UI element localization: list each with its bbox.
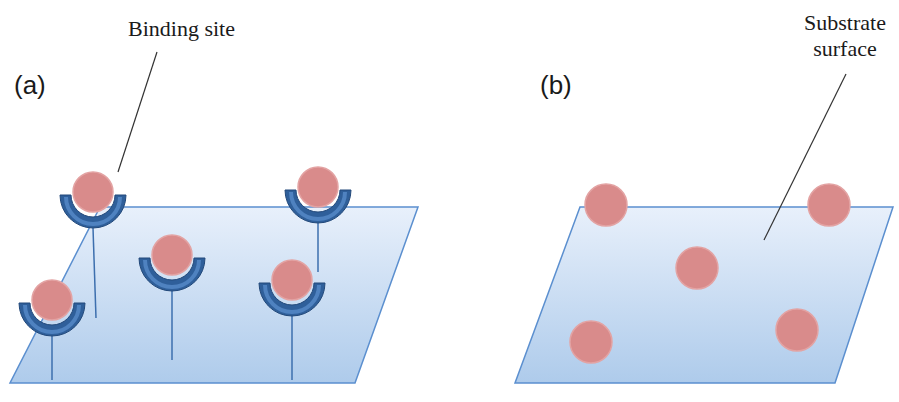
adsorbed-particles <box>570 184 850 363</box>
panel-label: (a) <box>14 70 46 101</box>
callout-label: Substrate surface <box>796 10 894 63</box>
leader-line <box>118 52 157 172</box>
substrate-surface <box>515 207 893 383</box>
leader-line <box>764 74 846 240</box>
substrate-surface <box>10 207 418 383</box>
callout-label: Binding site <box>128 16 235 42</box>
binding-sites <box>19 167 351 336</box>
panel-label: (b) <box>540 70 572 101</box>
